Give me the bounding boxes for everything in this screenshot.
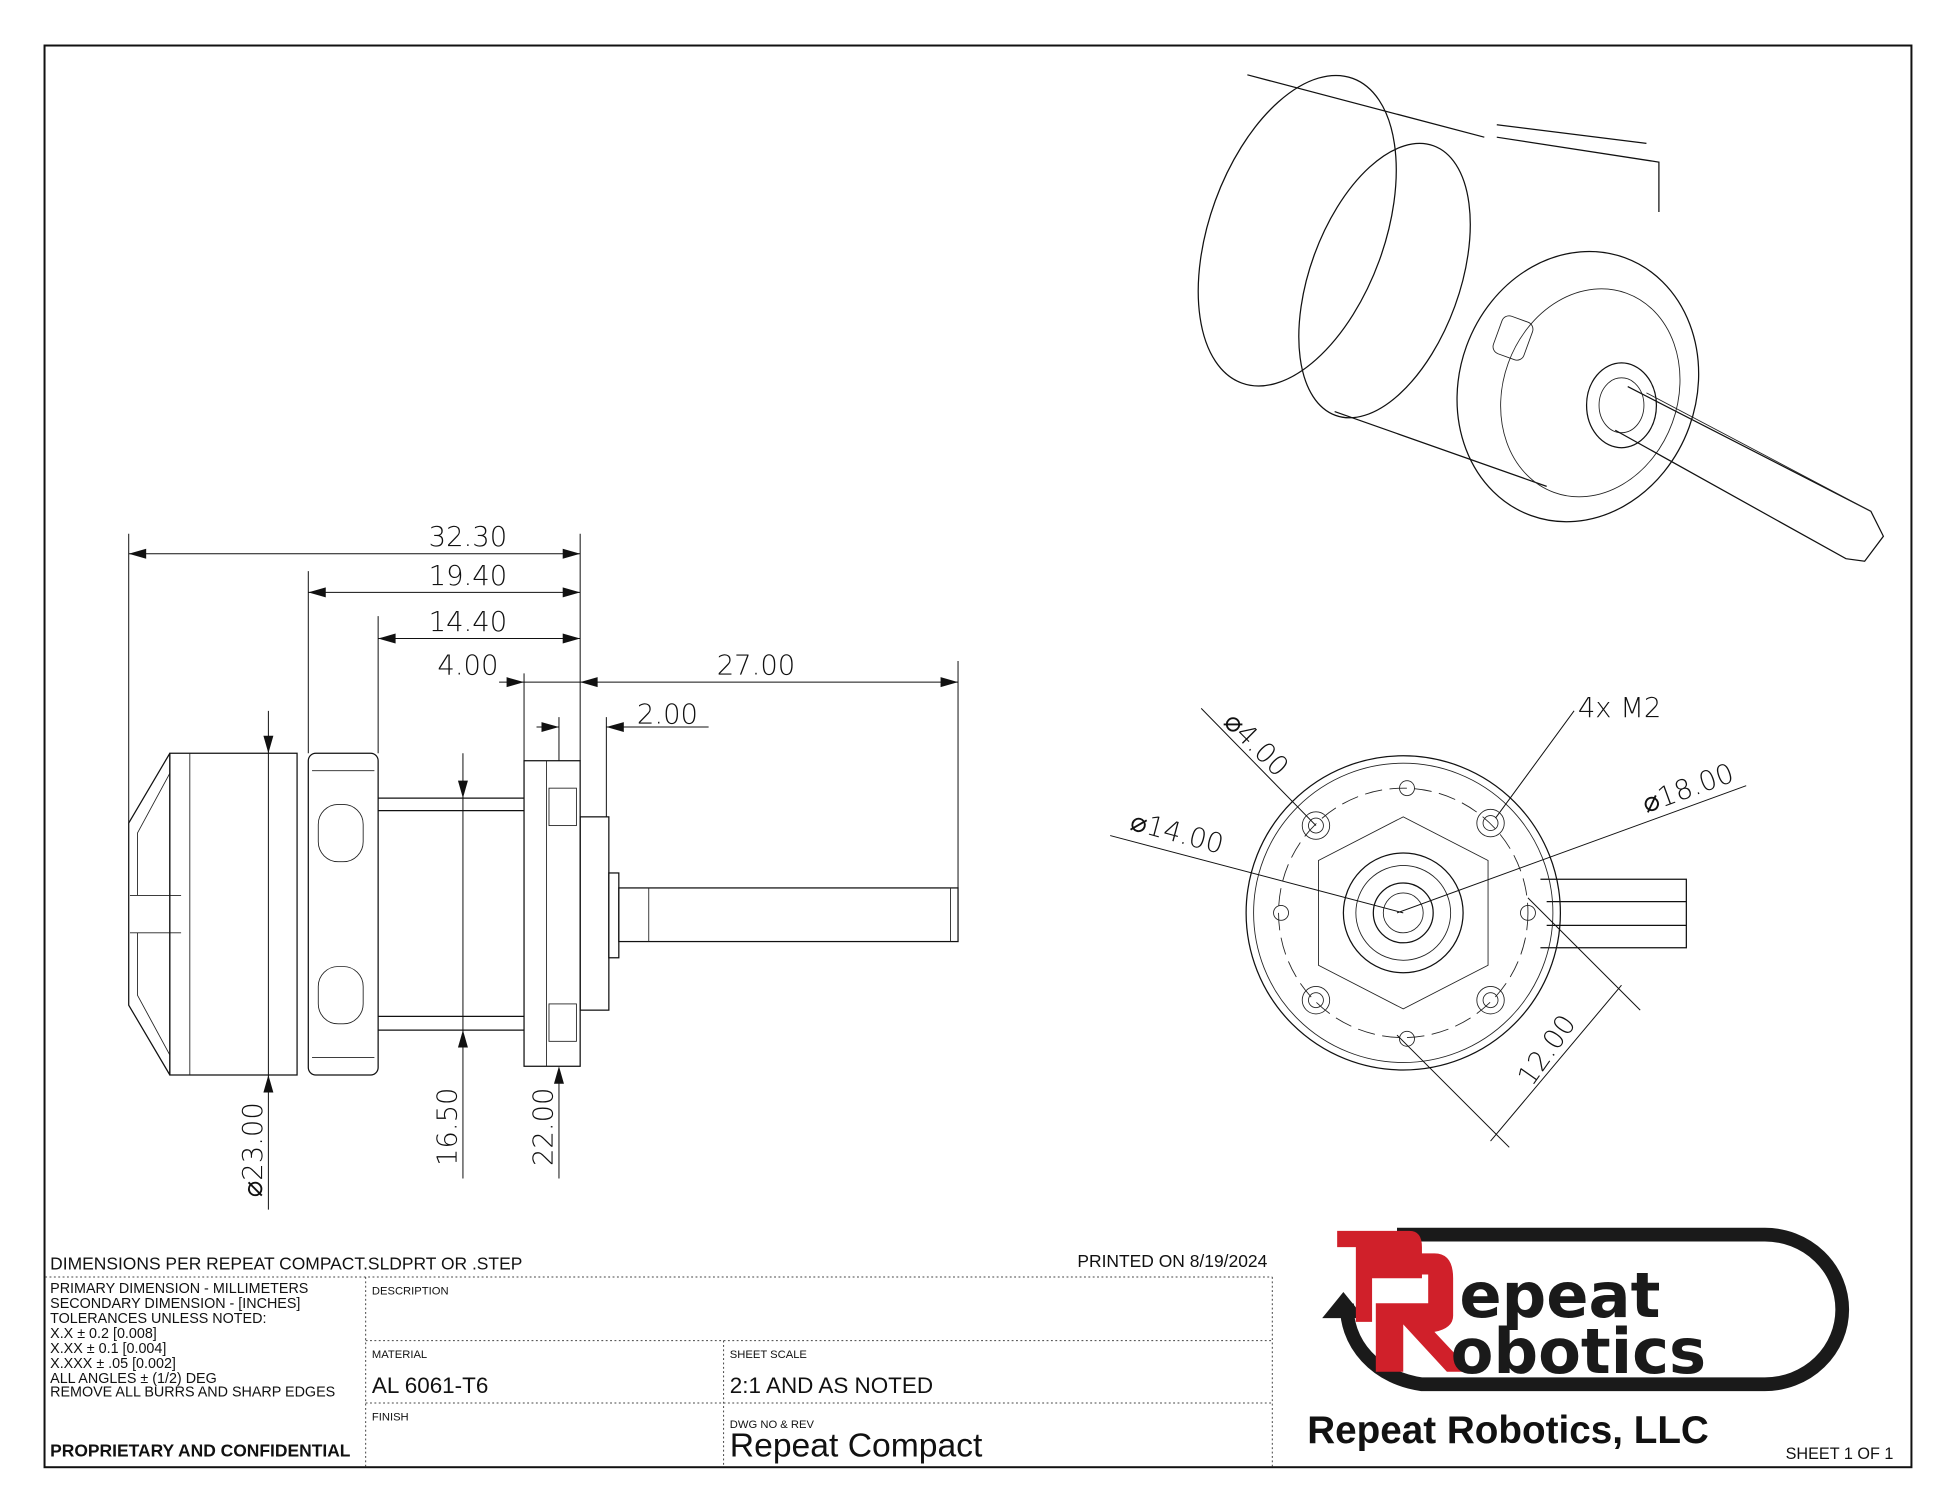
isometric-view xyxy=(1197,74,1885,562)
dim-gearbox-height: 16.50 xyxy=(433,1088,464,1167)
tolerance-note: REMOVE ALL BURRS AND SHARP EDGES xyxy=(50,1385,335,1401)
tolerance-note: X.XXX ± .05 [0.002] xyxy=(50,1356,176,1372)
description-label: DESCRIPTION xyxy=(372,1285,449,1297)
dim-hole-diameter: ⌀4.00 xyxy=(1217,706,1294,783)
side-view-dimensions: 32.30 19.40 14.40 4.00 27.00 2.00 ⌀23.00… xyxy=(128,522,959,1210)
tolerance-note: ALL ANGLES ± (1/2) DEG xyxy=(50,1371,217,1387)
dim-flange-to-ring: 19.40 xyxy=(429,561,508,592)
dim-bolt-circle: ⌀18.00 xyxy=(1638,758,1738,820)
sheet-border xyxy=(43,44,1913,1469)
printed-on: PRINTED ON 8/19/2024 xyxy=(1077,1251,1267,1271)
front-view: ⌀4.00 4x M2 ⌀18.00 ⌀14.00 12.00 xyxy=(1110,693,1747,1148)
dim-boss-length: 2.00 xyxy=(637,699,698,730)
svg-text:obotics: obotics xyxy=(1451,1315,1707,1388)
dim-pilot-diameter: ⌀14.00 xyxy=(1127,806,1227,861)
dim-flange-to-gearbox: 14.40 xyxy=(429,607,508,638)
sheet-scale-value: 2:1 AND AS NOTED xyxy=(730,1373,933,1398)
sheet-number: SHEET 1 OF 1 xyxy=(1786,1445,1894,1463)
tolerance-note: TOLERANCES UNLESS NOTED: xyxy=(50,1311,266,1327)
dim-thread-callout: 4x M2 xyxy=(1578,693,1662,724)
tolerance-note: SECONDARY DIMENSION - [INCHES] xyxy=(50,1296,300,1312)
side-view xyxy=(128,752,959,1076)
dim-overall-length: 32.30 xyxy=(429,522,508,553)
company-name: Repeat Robotics, LLC xyxy=(1307,1409,1709,1452)
dim-flange-thickness: 4.00 xyxy=(437,651,498,682)
tolerance-note: X.X ± 0.2 [0.008] xyxy=(50,1326,157,1342)
company-logo: epeat obotics xyxy=(1322,1227,1850,1392)
dim-shaft-length: 27.00 xyxy=(717,651,796,682)
dim-motor-diameter: ⌀23.00 xyxy=(238,1102,269,1197)
material-label: MATERIAL xyxy=(372,1349,427,1361)
finish-label: FINISH xyxy=(372,1411,409,1423)
material-value: AL 6061-T6 xyxy=(372,1373,488,1398)
title-block: DIMENSIONS PER REPEAT COMPACT.SLDPRT OR … xyxy=(45,1251,1893,1467)
tolerance-note: X.XX ± 0.1 [0.004] xyxy=(50,1341,166,1357)
tolerance-note: PRIMARY DIMENSION - MILLIMETERS xyxy=(50,1281,308,1297)
dwg-label: DWG NO & REV xyxy=(730,1419,815,1431)
proprietary-label: PROPRIETARY AND CONFIDENTIAL xyxy=(50,1441,351,1461)
dimensions-note: DIMENSIONS PER REPEAT COMPACT.SLDPRT OR … xyxy=(50,1254,522,1274)
dwg-value: Repeat Compact xyxy=(730,1428,983,1465)
dim-hole-spacing: 12.00 xyxy=(1512,1009,1582,1091)
dim-flange-height: 22.00 xyxy=(529,1088,560,1167)
sheet-scale-label: SHEET SCALE xyxy=(730,1349,807,1361)
svg-text:epeat: epeat xyxy=(1459,1259,1660,1332)
